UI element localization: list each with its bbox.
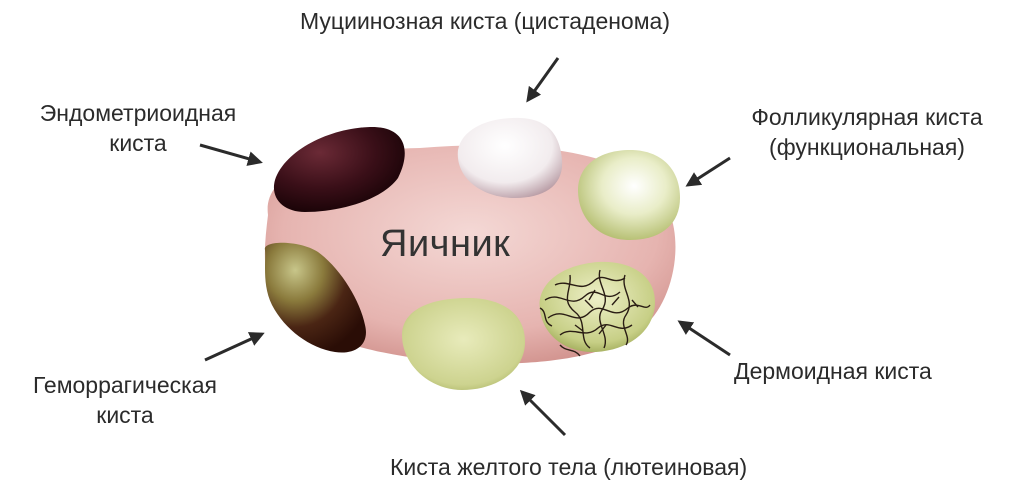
label-follicular-line2: (функциональная): [769, 134, 965, 160]
endometrioid-cyst: [273, 126, 405, 212]
ovary-label: Яичник: [380, 223, 511, 265]
arrow-follicular: [685, 156, 731, 187]
arrow-dermoid: [677, 320, 731, 357]
label-hemorrhagic-cyst: Геморрагическая киста: [10, 370, 240, 430]
arrow-hemorrhagic: [204, 332, 265, 362]
arrow-corpus-luteum: [519, 389, 567, 437]
label-endometrioid-line2: киста: [109, 130, 167, 156]
mucinous-cyst: [457, 117, 563, 198]
label-hemorrhagic-line2: киста: [96, 402, 154, 428]
corpus-luteum-cyst: [402, 298, 525, 390]
label-corpus-luteum-cyst: Киста желтого тела (лютеиновая): [390, 454, 748, 480]
follicular-cyst: [578, 150, 680, 240]
arrow-mucinous: [526, 57, 560, 103]
arrow-endometrioid: [199, 143, 263, 166]
label-follicular-cyst: Фолликулярная киста (функциональная): [722, 102, 1012, 162]
label-mucinous-cyst: Муциинозная киста (цистаденома): [300, 8, 670, 34]
label-endometrioid-line1: Эндометриоидная: [39, 100, 237, 126]
hemorrhagic-cyst: [264, 242, 366, 353]
arrows: [199, 57, 731, 437]
dermoid-hair: [539, 269, 651, 357]
label-hemorrhagic-line1: Геморрагическая: [32, 372, 217, 398]
label-follicular-line1: Фолликулярная киста: [751, 104, 983, 130]
label-dermoid-cyst: Дермоидная киста: [734, 358, 932, 384]
label-endometrioid-cyst: Эндометриоидная киста: [18, 98, 258, 158]
